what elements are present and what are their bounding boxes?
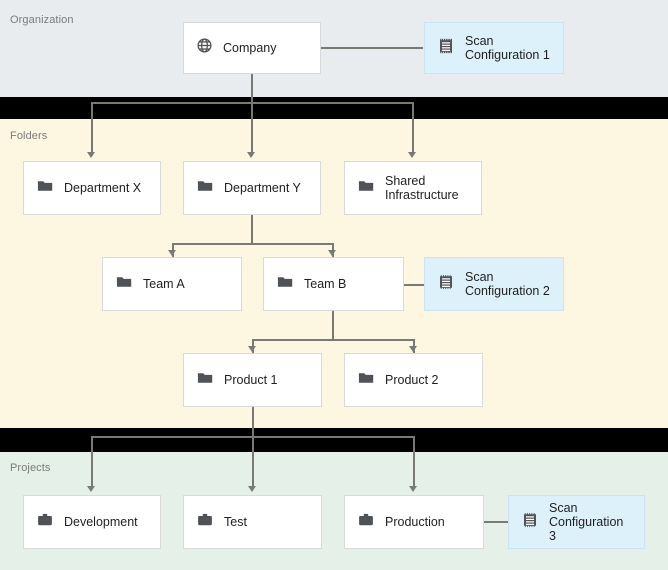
node-product-1[interactable]: Product 1 bbox=[183, 353, 322, 407]
node-shared-infrastructure-label: Shared Infrastructure bbox=[385, 174, 459, 202]
folder-icon bbox=[276, 273, 294, 296]
node-test-label: Test bbox=[224, 515, 247, 529]
connector-to-shared-infrastructure bbox=[412, 102, 414, 152]
briefcase-icon bbox=[36, 511, 54, 534]
node-development[interactable]: Development bbox=[23, 495, 161, 549]
arrowhead-team-b bbox=[328, 250, 336, 256]
node-team-b-label: Team B bbox=[304, 277, 347, 291]
connector-company-to-scan-config-1 bbox=[321, 47, 423, 49]
scan-document-icon bbox=[437, 273, 455, 296]
connector-teams-bus bbox=[172, 243, 333, 245]
projects-section-label: Projects bbox=[10, 462, 51, 474]
arrowhead-department-x bbox=[87, 152, 95, 158]
node-team-a-label: Team A bbox=[143, 277, 185, 291]
arrowhead-product-1 bbox=[248, 346, 256, 352]
folders-section-label: Folders bbox=[10, 130, 48, 142]
connector-team-b-down bbox=[332, 311, 334, 340]
connector-to-department-y bbox=[251, 102, 253, 152]
connector-to-development bbox=[91, 436, 93, 486]
node-scan-config-2-label: Scan Configuration 2 bbox=[465, 270, 550, 298]
connector-team-b-to-scan-config-2 bbox=[404, 284, 424, 286]
node-scan-config-3-label: Scan Configuration 3 bbox=[549, 501, 624, 543]
arrowhead-shared-infrastructure bbox=[408, 152, 416, 158]
connector-department-y-down bbox=[251, 215, 253, 244]
arrowhead-development bbox=[87, 486, 95, 492]
arrowhead-test bbox=[248, 486, 256, 492]
globe-icon bbox=[196, 37, 213, 59]
connector-company-down bbox=[251, 74, 253, 103]
node-department-y[interactable]: Department Y bbox=[183, 161, 321, 215]
arrowhead-production bbox=[409, 486, 417, 492]
folder-icon bbox=[196, 369, 214, 392]
briefcase-icon bbox=[357, 511, 375, 534]
node-shared-infrastructure[interactable]: Shared Infrastructure bbox=[344, 161, 482, 215]
connector-products-bus bbox=[252, 339, 413, 341]
briefcase-icon bbox=[196, 511, 214, 534]
node-team-a[interactable]: Team A bbox=[102, 257, 242, 311]
connector-to-department-x bbox=[91, 102, 93, 152]
node-team-b[interactable]: Team B bbox=[263, 257, 404, 311]
connector-production-to-scan-config-3 bbox=[484, 521, 508, 523]
connector-product-1-down bbox=[252, 407, 254, 437]
node-test[interactable]: Test bbox=[183, 495, 322, 549]
node-production-label: Production bbox=[385, 515, 445, 529]
node-department-x-label: Department X bbox=[64, 181, 142, 195]
folder-icon bbox=[357, 177, 375, 200]
node-product-1-label: Product 1 bbox=[224, 373, 278, 387]
connector-to-test bbox=[252, 436, 254, 486]
node-scan-config-1[interactable]: Scan Configuration 1 bbox=[424, 22, 564, 74]
organization-section-label: Organization bbox=[10, 14, 74, 26]
scan-document-icon bbox=[521, 511, 539, 534]
node-department-y-label: Department Y bbox=[224, 181, 301, 195]
node-scan-config-1-label: Scan Configuration 1 bbox=[465, 34, 550, 62]
node-scan-config-2[interactable]: Scan Configuration 2 bbox=[424, 257, 564, 311]
node-product-2-label: Product 2 bbox=[385, 373, 439, 387]
folder-icon bbox=[115, 273, 133, 296]
folder-icon bbox=[36, 177, 54, 200]
scan-document-icon bbox=[437, 37, 455, 60]
arrowhead-product-2 bbox=[409, 346, 417, 352]
node-department-x[interactable]: Department X bbox=[23, 161, 161, 215]
folder-icon bbox=[357, 369, 375, 392]
node-scan-config-3[interactable]: Scan Configuration 3 bbox=[508, 495, 645, 549]
node-company[interactable]: Company bbox=[183, 22, 321, 74]
arrowhead-department-y bbox=[247, 152, 255, 158]
arrowhead-team-a bbox=[168, 250, 176, 256]
folder-icon bbox=[196, 177, 214, 200]
connector-to-production bbox=[413, 436, 415, 486]
node-product-2[interactable]: Product 2 bbox=[344, 353, 483, 407]
node-company-label: Company bbox=[223, 41, 277, 55]
node-production[interactable]: Production bbox=[344, 495, 484, 549]
node-development-label: Development bbox=[64, 515, 138, 529]
